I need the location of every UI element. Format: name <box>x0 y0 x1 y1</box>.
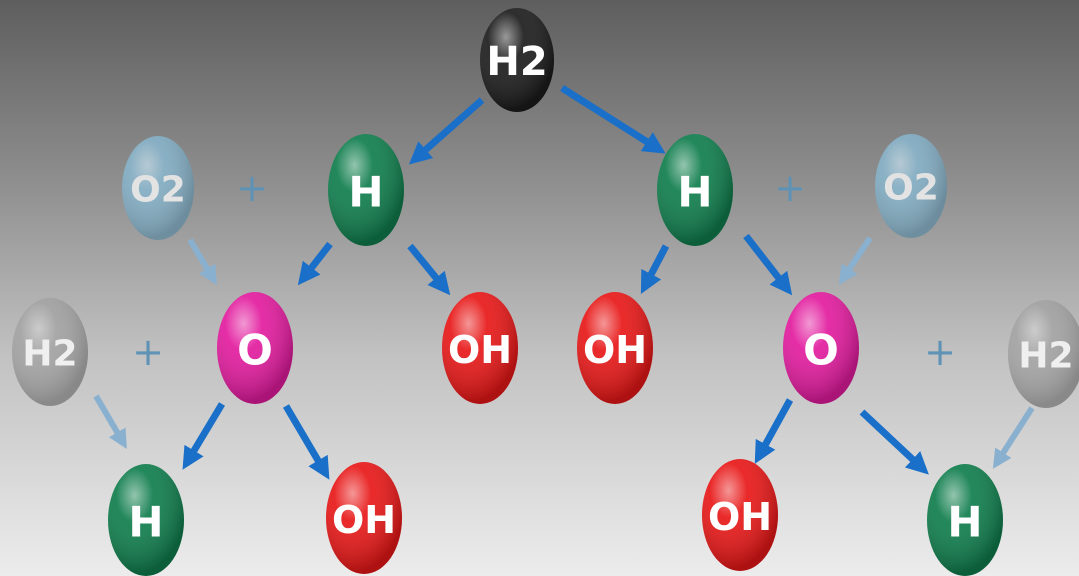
arrow-o-to-h-bottom-right <box>859 409 929 475</box>
arrow-h2-to-h-right <box>560 85 666 154</box>
arrow-o2-to-o-right <box>838 236 873 285</box>
radical-o-right: O <box>783 292 859 404</box>
arrow-h-to-o-left <box>297 241 333 286</box>
radical-oh-bottom-left: OH <box>326 462 402 574</box>
molecule-o2-right-faded: O2 <box>875 134 947 238</box>
svg-text:H: H <box>947 498 982 547</box>
radical-h-right: H <box>657 134 733 246</box>
molecule-h2-left-faded: H2 <box>12 298 88 406</box>
arrow-h2-faded-to-h-left <box>93 394 127 449</box>
arrow-o-to-h-bottom-left <box>182 402 226 470</box>
radical-oh-center-left: OH <box>442 292 518 404</box>
molecule-h2-top: H2 <box>480 8 554 112</box>
arrow-h-to-o-right <box>743 233 793 296</box>
svg-text:H2: H2 <box>1018 336 1073 377</box>
arrow-h2-to-h-left <box>408 97 485 165</box>
svg-text:OH: OH <box>332 498 396 542</box>
arrow-o-to-oh-bottom-right <box>754 398 794 464</box>
arrow-h-to-oh-center-right <box>640 244 670 294</box>
arrow-o2-to-o-left <box>187 238 217 285</box>
svg-text:H: H <box>128 498 163 547</box>
svg-text:OH: OH <box>708 495 772 539</box>
radical-h-bottom-left: H <box>108 464 184 576</box>
plus-sign: + <box>774 166 806 210</box>
reaction-arrows <box>93 85 1035 480</box>
radical-oh-bottom-right: OH <box>702 459 778 571</box>
svg-text:O: O <box>803 326 839 375</box>
plus-sign: + <box>236 166 268 210</box>
svg-text:O2: O2 <box>130 170 186 211</box>
svg-text:H2: H2 <box>22 334 77 375</box>
radical-oh-center-right: OH <box>577 292 653 404</box>
radical-h-bottom-right: H <box>927 464 1003 576</box>
molecule-h2-right-faded: H2 <box>1008 300 1079 408</box>
arrow-o-to-oh-bottom-left <box>282 404 330 480</box>
svg-text:OH: OH <box>448 328 512 372</box>
plus-sign: + <box>924 330 956 374</box>
arrow-h-to-oh-center-left <box>407 243 451 296</box>
svg-text:O2: O2 <box>883 168 939 209</box>
svg-text:H: H <box>348 168 383 217</box>
plus-sign: + <box>132 330 164 374</box>
arrow-h2-faded-to-h-right <box>992 406 1035 469</box>
svg-text:O: O <box>237 326 273 375</box>
molecule-o2-left-faded: O2 <box>122 136 194 240</box>
svg-text:H: H <box>677 168 712 217</box>
svg-text:H2: H2 <box>486 39 547 85</box>
radical-h-left: H <box>328 134 404 246</box>
svg-text:OH: OH <box>583 328 647 372</box>
radical-o-left: O <box>217 292 293 404</box>
